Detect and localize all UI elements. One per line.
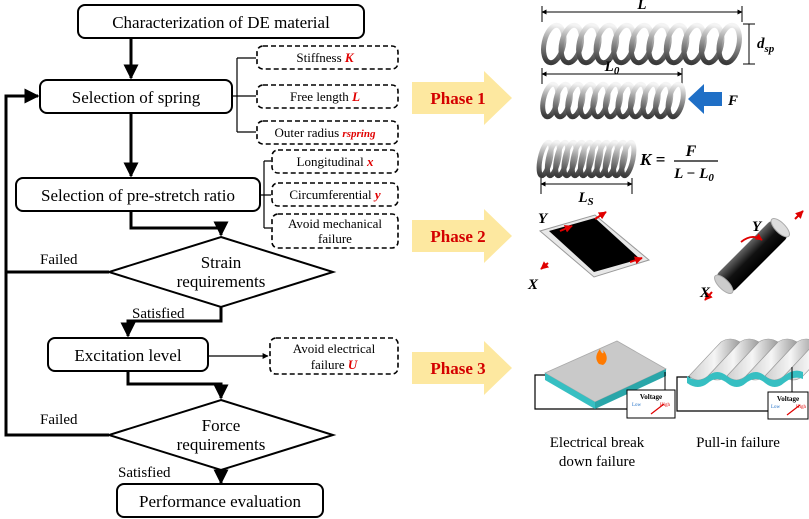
svg-text:High: High: [796, 405, 807, 410]
label-failed-1: Failed: [40, 252, 78, 268]
label-Ls: LS: [577, 190, 593, 208]
svg-text:Low: Low: [632, 403, 642, 408]
param-stiffness: Stiffness K: [256, 45, 399, 70]
svg-text:Low: Low: [771, 405, 781, 410]
voltage-needle-2: [786, 404, 801, 416]
svg-text:Free length L: Free length L: [290, 89, 360, 104]
param-circumferential: Circumferential y: [271, 182, 399, 207]
diamond-force: Force requirements: [105, 398, 337, 472]
svg-text:Voltage: Voltage: [640, 393, 662, 401]
svg-text:Phase 3: Phase 3: [430, 359, 485, 378]
label-F: F: [727, 93, 738, 109]
param-longitudinal: Longitudinal x: [271, 149, 399, 174]
box-performance-label: Performance evaluation: [139, 492, 301, 511]
svg-text:failure: failure: [318, 231, 352, 246]
label-X-flat: X: [527, 277, 539, 293]
phase3-illustration: Voltage Low High Voltage Low High Electr…: [534, 338, 809, 470]
svg-text:Circumferential y: Circumferential y: [289, 187, 381, 202]
svg-text:Voltage: Voltage: [777, 395, 799, 403]
caption-breakdown-2: down failure: [559, 454, 636, 470]
spring-coil: [619, 139, 637, 179]
box-spring: Selection of spring: [39, 79, 233, 114]
svg-text:requirements: requirements: [177, 435, 266, 454]
teal-substrate: [687, 370, 803, 387]
svg-text:High: High: [660, 403, 671, 408]
box-performance: Performance evaluation: [116, 483, 324, 518]
svg-text:Longitudinal x: Longitudinal x: [297, 154, 374, 169]
param-free-length: Free length L: [256, 84, 399, 109]
label-dsp: dsp: [757, 36, 775, 55]
svg-text:L − L0: L − L0: [673, 166, 714, 184]
label-Y-roll: Y: [752, 219, 763, 235]
svg-text:Avoid electrical: Avoid electrical: [293, 341, 376, 356]
svg-text:Stiffness K: Stiffness K: [296, 50, 355, 65]
label-failed-2: Failed: [40, 412, 78, 428]
box-characterization-label: Characterization of DE material: [112, 13, 330, 32]
label-X-roll: X: [699, 285, 711, 301]
svg-text:K =: K =: [639, 150, 665, 169]
param-avoid-mechanical: Avoid mechanical failure: [271, 213, 399, 249]
spring-coil: [665, 81, 686, 120]
spring-compressed: [540, 81, 686, 120]
flat-membrane: Y X: [527, 211, 651, 293]
svg-text:Avoid mechanical: Avoid mechanical: [288, 216, 382, 231]
phase-arrow-3: Phase 3: [412, 341, 512, 395]
label-satisfied-1: Satisfied: [132, 306, 185, 322]
spring-free: [541, 22, 742, 66]
phase1-illustration: L dsp L0 F LS K: [536, 0, 775, 208]
label-satisfied-2: Satisfied: [118, 465, 171, 481]
spring-solid: [536, 139, 637, 179]
param-avoid-electrical: Avoid electrical failure U: [269, 337, 399, 375]
svg-text:Outer radius rspring: Outer radius rspring: [275, 125, 376, 140]
phase2-illustration: Y X Y X: [527, 210, 804, 301]
svg-text:Phase 1: Phase 1: [430, 89, 485, 108]
label-L: L: [636, 0, 646, 13]
rolled-membrane: Y X: [699, 210, 804, 301]
label-L0: L0: [604, 59, 620, 77]
param-outer-radius: Outer radius rspring: [256, 120, 399, 145]
phase-arrow-1: Phase 1: [412, 71, 512, 125]
caption-pullin: Pull-in failure: [696, 435, 780, 451]
box-prestretch: Selection of pre-stretch ratio: [15, 177, 261, 212]
caption-breakdown-1: Electrical break: [550, 435, 645, 451]
svg-text:Force: Force: [202, 416, 241, 435]
voltage-needle-1: [650, 403, 665, 415]
box-prestretch-label: Selection of pre-stretch ratio: [41, 186, 235, 205]
svg-text:F: F: [685, 143, 697, 160]
svg-text:Strain: Strain: [201, 253, 242, 272]
box-excitation-label: Excitation level: [74, 346, 181, 365]
box-excitation: Excitation level: [47, 337, 209, 372]
flowchart: Characterization of DE material Selectio…: [4, 4, 399, 518]
svg-text:requirements: requirements: [177, 272, 266, 291]
spark-icon: [596, 349, 607, 365]
force-arrow: F: [688, 84, 738, 114]
svg-text:Phase 2: Phase 2: [430, 227, 485, 246]
box-characterization: Characterization of DE material: [77, 4, 365, 39]
label-Y-flat: Y: [538, 211, 549, 227]
diamond-strain: Strain requirements: [105, 235, 337, 309]
box-spring-label: Selection of spring: [72, 88, 201, 107]
phase-arrow-2: Phase 2: [412, 209, 512, 263]
breakdown-failure: Voltage Low High: [534, 340, 676, 419]
pullin-failure: Voltage Low High: [676, 338, 809, 420]
svg-text:failure U: failure U: [311, 357, 358, 372]
stiffness-formula: K = F L − L0: [639, 143, 718, 184]
spring-coil: [716, 22, 742, 66]
